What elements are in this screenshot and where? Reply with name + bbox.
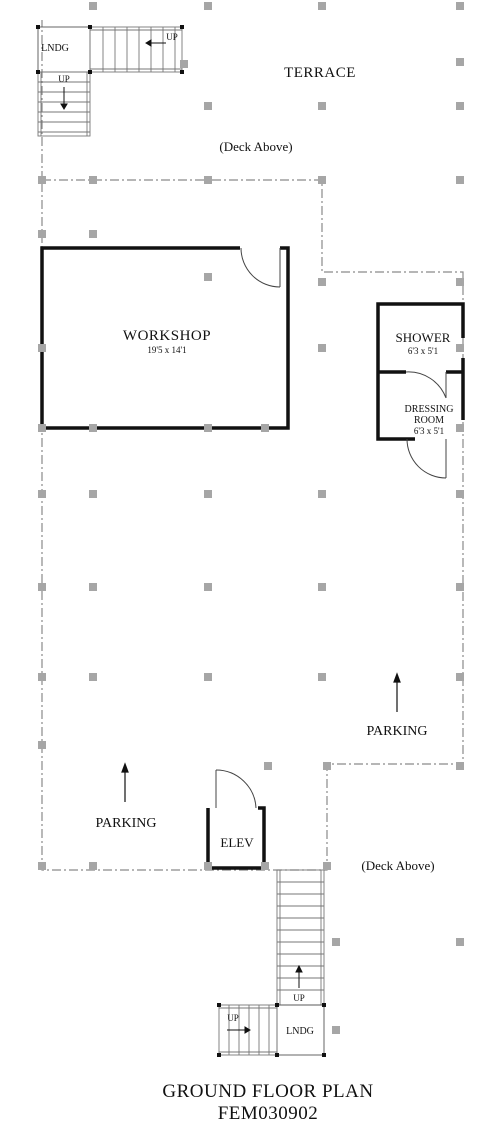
parking-arrows [121,672,401,802]
terrace-label: TERRACE [284,65,356,81]
workshop-dims: 19'5 x 14'1 [147,345,186,355]
shower-dims: 6'3 x 5'1 [408,346,438,356]
stair-top-corners [36,25,184,74]
stair-bottom [218,869,325,1056]
up-bottom-stair-label: UP [293,993,305,1003]
plan-title: GROUND FLOOR PLAN [162,1081,373,1102]
parking-left-label: PARKING [96,816,157,831]
stair-bottom-corners [217,1003,326,1057]
shower-label: SHOWER [396,330,451,345]
up-top-stair-label: UP [166,32,178,42]
elevator-door [215,769,257,809]
dressing-dims: 6'3 x 5'1 [414,426,444,436]
elev-label: ELEV [220,835,254,850]
workshop-label: WORKSHOP [123,328,211,344]
lndg-top-label: LNDG [41,43,69,54]
workshop-door [240,247,281,288]
up-arrow-bottom [227,964,303,1034]
workshop-room [40,246,290,430]
dressing-doors [405,371,447,479]
columns [38,2,464,1034]
dressing-label-line2: ROOM [414,415,444,426]
up-arrow-top [60,39,166,110]
deck-above-bottom-label: (Deck Above) [361,858,434,873]
deck-above-top-label: (Deck Above) [219,139,292,154]
shower-dressing-walls [376,302,465,441]
up-bottom-left-stair-label: UP [227,1013,239,1023]
stair-top [37,26,183,137]
dressing-label-line1: DRESSING [405,404,454,415]
lndg-bottom-label: LNDG [286,1026,314,1037]
up-left-stair-label: UP [58,74,70,84]
parking-right-label: PARKING [367,724,428,739]
plan-code: FEM030902 [218,1103,319,1124]
